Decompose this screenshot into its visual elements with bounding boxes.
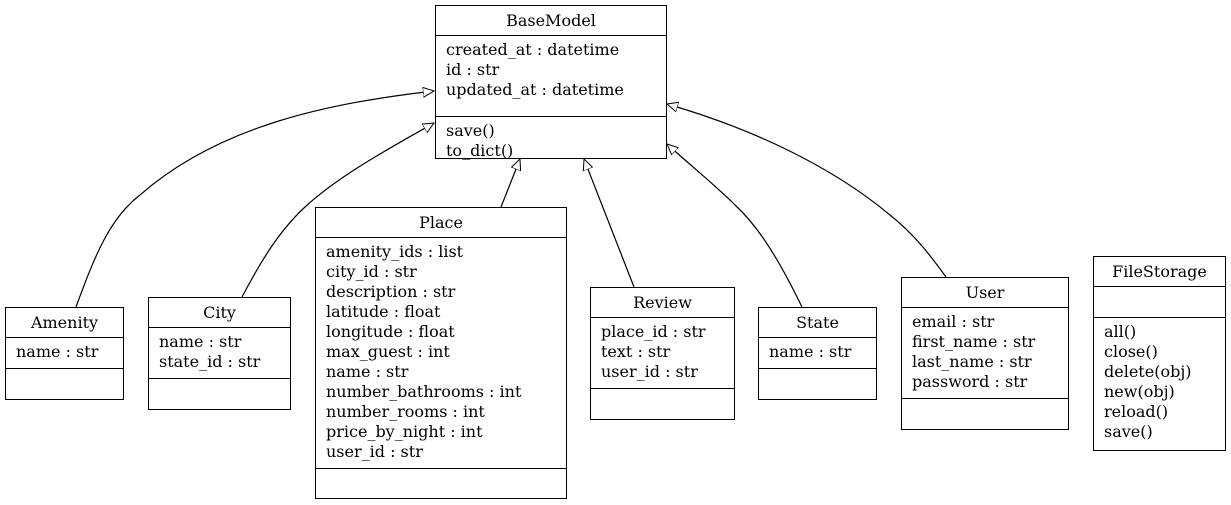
class-filestorage: FileStorage all()close()delete(obj)new(o… (1093, 256, 1226, 451)
operation: all() (1104, 322, 1137, 341)
attribute: description : str (326, 282, 456, 301)
attribute: amenity_ids : list (326, 242, 464, 261)
attribute: created_at : datetime (446, 40, 620, 59)
attribute: max_guest : int (326, 342, 450, 361)
class-name: User (902, 278, 1068, 308)
attribute: latitude : float (326, 302, 441, 321)
attribute: name : str (16, 342, 99, 361)
attribute: number_bathrooms : int (326, 382, 522, 401)
attribute: text : str (601, 342, 671, 361)
class-attributes: name : str (6, 338, 123, 369)
class-attributes (1094, 287, 1225, 318)
attribute: name : str (159, 332, 242, 351)
attribute: city_id : str (326, 262, 417, 281)
class-state: State name : str (758, 307, 877, 400)
edge-place-basemodel (500, 159, 520, 208)
class-name: State (759, 308, 876, 338)
class-name: FileStorage (1094, 257, 1225, 287)
class-operations: save()to_dict() (436, 117, 666, 167)
attribute: user_id : str (601, 362, 698, 381)
operation: save() (1104, 422, 1153, 441)
class-operations: all()close()delete(obj)new(obj)reload()s… (1094, 318, 1225, 448)
class-name: Review (591, 288, 734, 318)
attribute: longitude : float (326, 322, 455, 341)
edge-city-basemodel (241, 123, 434, 298)
attribute: email : str (912, 312, 995, 331)
attribute: number_rooms : int (326, 402, 485, 421)
attribute: name : str (326, 362, 409, 381)
attribute: id : str (446, 60, 500, 79)
class-amenity: Amenity name : str (5, 307, 124, 400)
class-attributes: name : str (759, 338, 876, 369)
edge-amenity-basemodel (75, 91, 434, 308)
attribute: updated_at : datetime (446, 80, 624, 99)
operation: to_dict() (446, 141, 514, 160)
operation: reload() (1104, 402, 1169, 421)
attribute: price_by_night : int (326, 422, 483, 441)
class-name: BaseModel (436, 6, 666, 36)
attribute: last_name : str (912, 352, 1032, 371)
attribute: first_name : str (912, 332, 1036, 351)
edge-user-basemodel (667, 104, 947, 278)
operation: new(obj) (1104, 382, 1175, 401)
attribute: password : str (912, 372, 1028, 391)
operation: save() (446, 121, 495, 140)
attribute: name : str (769, 342, 852, 361)
attribute: state_id : str (159, 352, 261, 371)
edge-state-basemodel (667, 144, 803, 308)
edge-review-basemodel (584, 159, 635, 288)
attribute: place_id : str (601, 322, 706, 341)
attribute: user_id : str (326, 442, 423, 461)
operation: delete(obj) (1104, 362, 1192, 381)
class-name: Place (316, 208, 566, 238)
class-name: City (149, 298, 290, 328)
operation: close() (1104, 342, 1158, 361)
class-name: Amenity (6, 308, 123, 338)
